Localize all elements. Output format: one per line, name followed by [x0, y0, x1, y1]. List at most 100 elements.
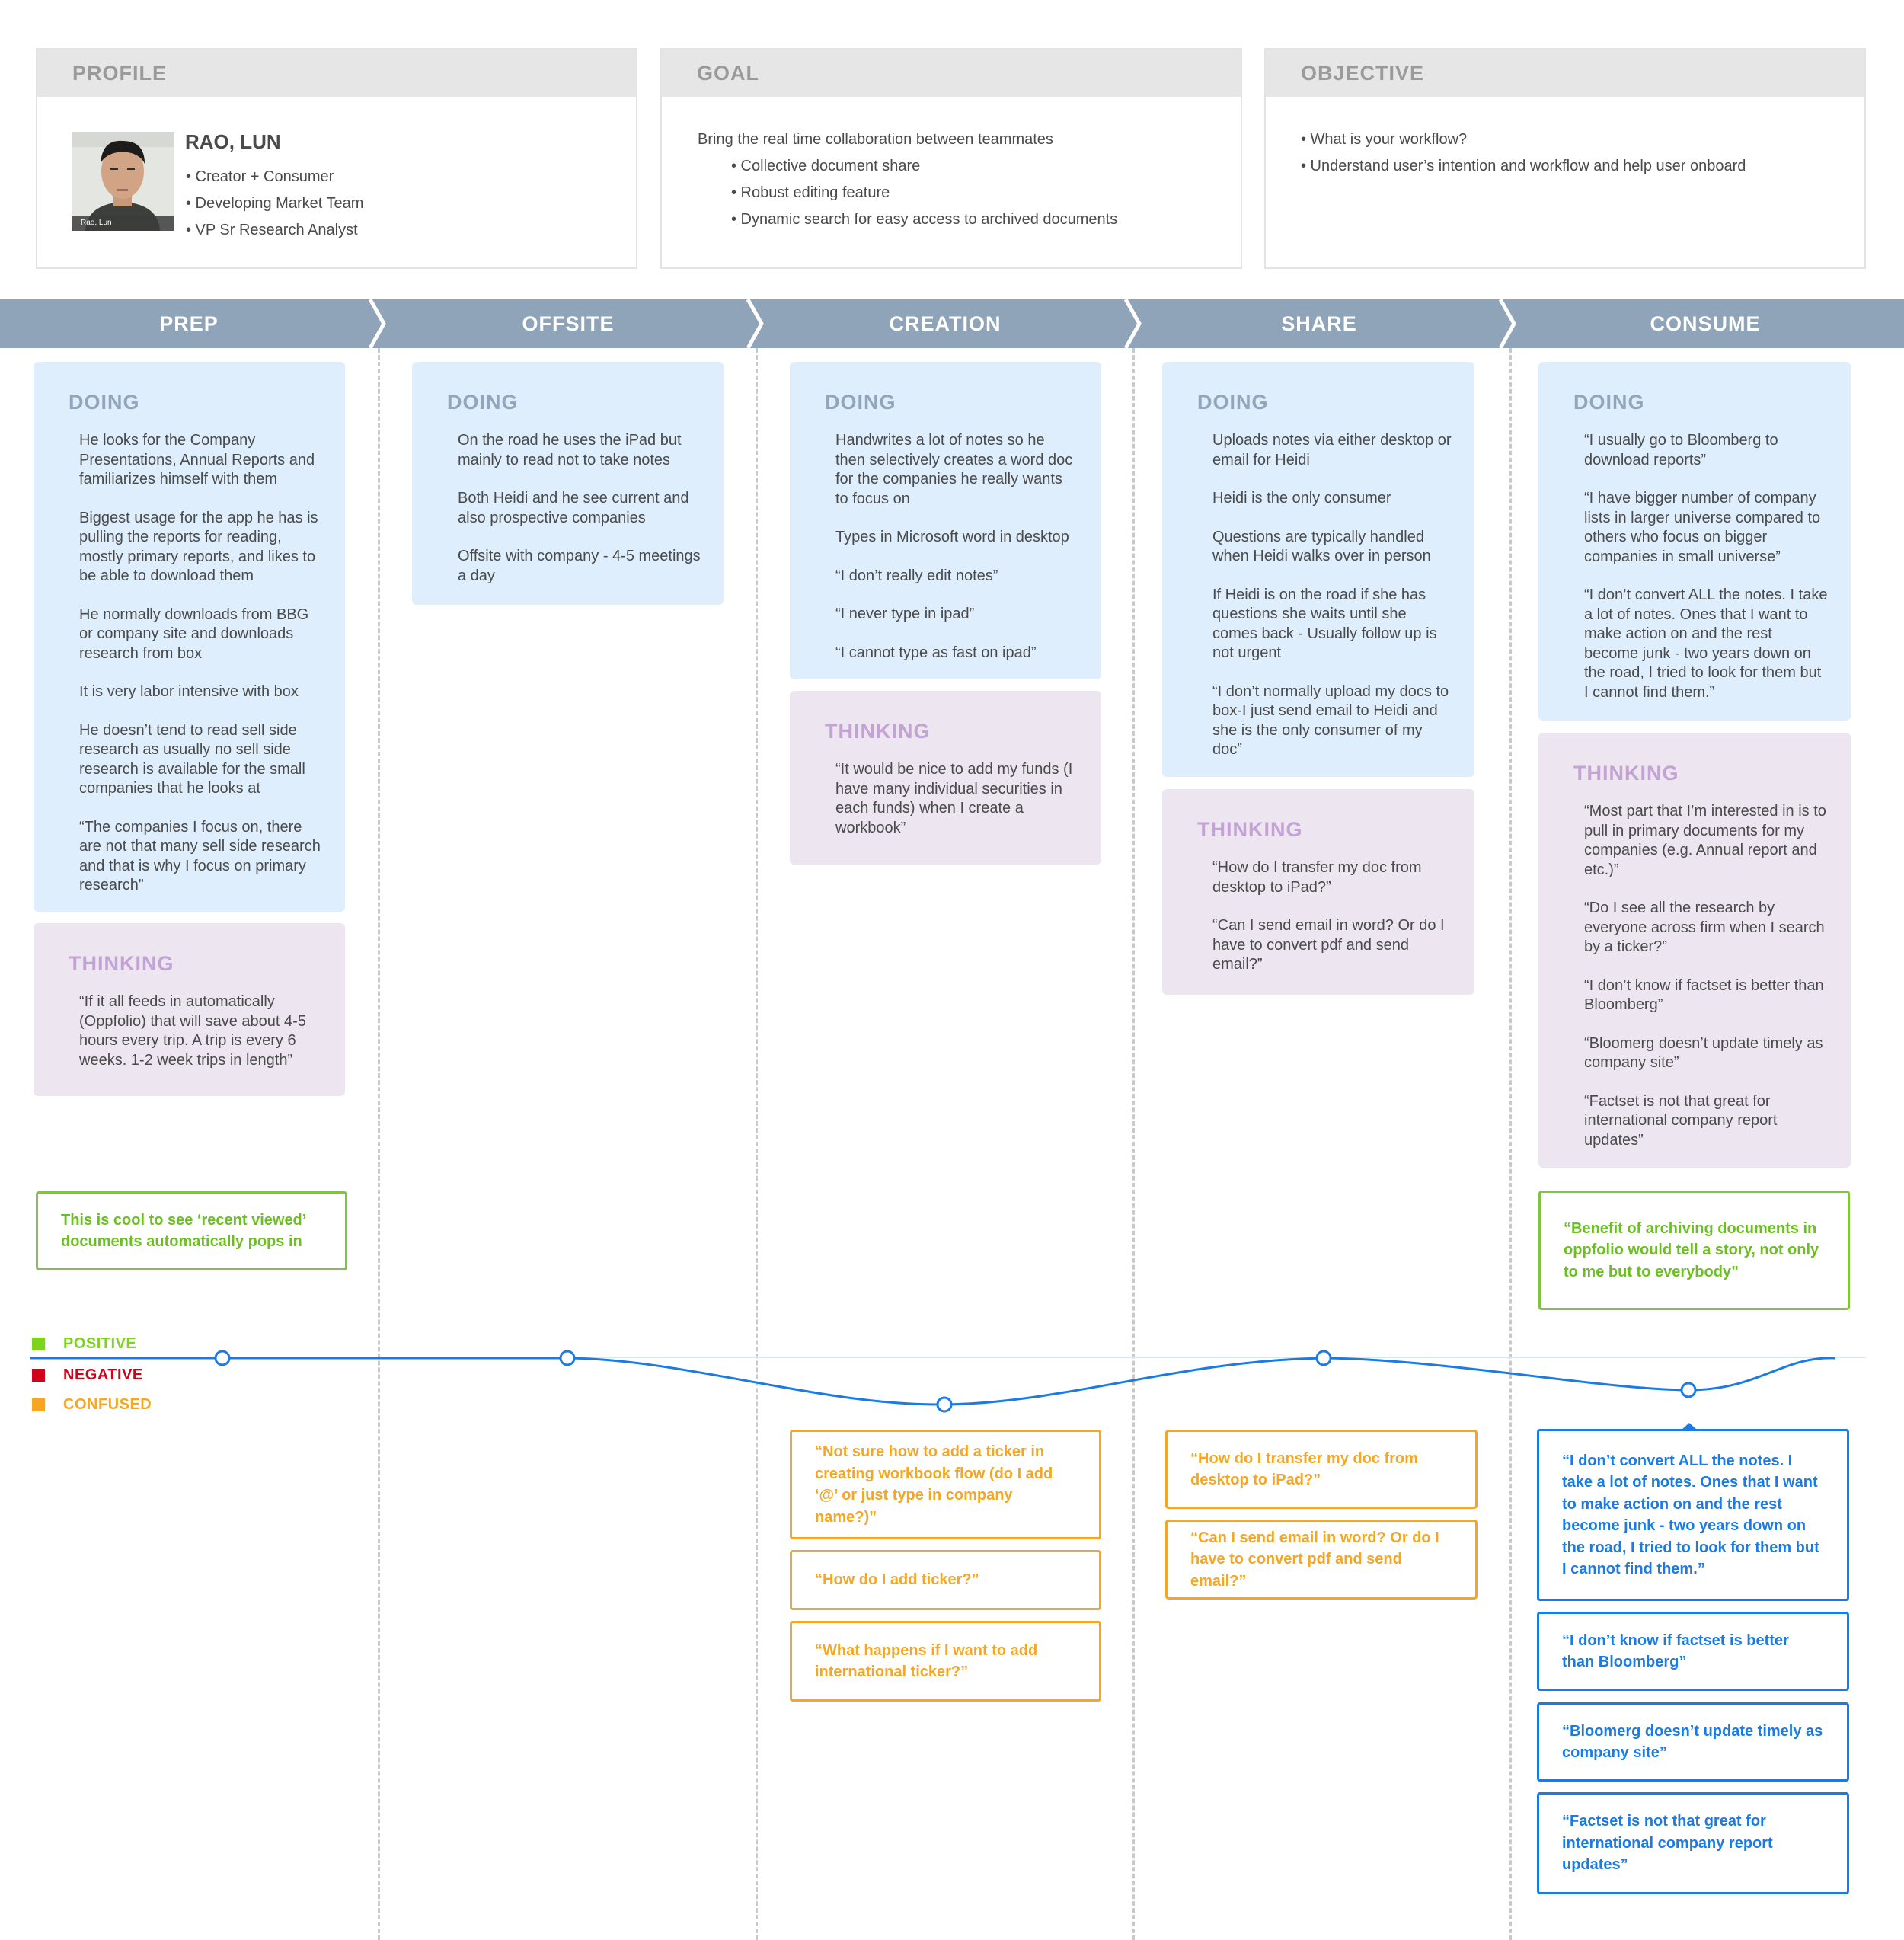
stage-chevrons	[368, 299, 1516, 348]
doing-item: Both Heidi and he see current and also p…	[458, 490, 689, 526]
profile-detail: • Creator + Consumer	[186, 168, 334, 185]
legend-label: POSITIVE	[63, 1334, 137, 1352]
thinking-heading: THINKING	[825, 720, 931, 743]
profile-detail: • VP Sr Research Analyst	[186, 222, 358, 238]
doing-item: Questions are typically handled when Hei…	[1212, 528, 1431, 565]
profile-details: • Creator + Consumer • Developing Market…	[186, 164, 363, 244]
consume-quote: “I don’t convert ALL the notes. I take a…	[1537, 1429, 1849, 1601]
avatar-caption: Rao, Lun	[72, 216, 174, 231]
legend-label: NEGATIVE	[63, 1366, 143, 1383]
doing-item: “I cannot type as fast on ipad”	[835, 644, 1037, 661]
share-doing-box: DOING Uploads notes via either desktop o…	[1162, 362, 1474, 777]
doing-item: Offsite with company - 4-5 meetings a da…	[458, 548, 701, 584]
goal-point: • Robust editing feature	[731, 184, 890, 201]
chevron-right-icon	[368, 299, 386, 348]
objective-point: • Understand user’s intention and workfl…	[1301, 158, 1746, 174]
objective-point: • What is your workflow?	[1301, 131, 1468, 148]
legend-swatch	[32, 1337, 45, 1350]
doing-item: “I never type in ipad”	[835, 606, 975, 622]
doing-item: He looks for the Company Presentations, …	[79, 432, 315, 487]
prep-thinking-box: THINKING “If it all feeds in automatical…	[34, 923, 345, 1096]
creation-thinking-box: THINKING “It would be nice to add my fun…	[790, 691, 1101, 865]
goal-intro: Bring the real time collaboration betwee…	[698, 131, 1053, 148]
emotion-curve	[30, 1350, 1866, 1430]
doing-item: On the road he uses the iPad but mainly …	[458, 432, 682, 468]
profile-title: PROFILE	[37, 50, 636, 97]
thinking-item: “Do I see all the research by everyone a…	[1584, 900, 1825, 955]
chevron-right-icon	[1123, 299, 1142, 348]
thinking-heading: THINKING	[1197, 818, 1303, 841]
doing-item: “I usually go to Bloomberg to download r…	[1584, 432, 1778, 468]
objective-title: OBJECTIVE	[1266, 50, 1864, 97]
share-thinking-box: THINKING “How do I transfer my doc from …	[1162, 789, 1474, 995]
doing-heading: DOING	[447, 391, 519, 414]
legend-swatch	[32, 1398, 45, 1411]
doing-item: “I don’t really edit notes”	[835, 567, 998, 584]
doing-item: “I don’t convert ALL the notes. I take a…	[1584, 586, 1828, 701]
emotion-point	[1315, 1350, 1332, 1366]
emotion-point	[559, 1350, 576, 1366]
doing-item: He normally downloads from BBG or compan…	[79, 606, 309, 662]
goal-body: Bring the real time collaboration betwee…	[698, 126, 1117, 233]
thinking-item: “How do I transfer my doc from desktop t…	[1212, 859, 1422, 896]
doing-item: “The companies I focus on, there are not…	[79, 818, 321, 894]
doing-heading: DOING	[825, 391, 896, 414]
doing-heading: DOING	[1573, 391, 1645, 414]
journey-stage-bar: PREP OFFSITE CREATION SHARE CONSUME	[0, 299, 1904, 348]
legend-negative: NEGATIVE	[32, 1366, 143, 1383]
goal-title: GOAL	[662, 50, 1241, 97]
legend-label: CONFUSED	[63, 1395, 152, 1413]
confused-quote-share: “Can I send email in word? Or do I have …	[1165, 1520, 1478, 1600]
thinking-item: “Can I send email in word? Or do I have …	[1212, 917, 1445, 973]
doing-item: It is very labor intensive with box	[79, 683, 299, 700]
profile-detail: • Developing Market Team	[186, 195, 364, 212]
profile-card: PROFILE Rao, Lun RAO, LUN • Creator + Co…	[36, 48, 637, 269]
column-divider	[378, 348, 380, 1940]
positive-quote-consume: “Benefit of archiving documents in oppfo…	[1538, 1191, 1850, 1310]
thinking-item: “Most part that I’m interested in is to …	[1584, 803, 1826, 878]
pointer-arrow-icon	[1681, 1423, 1698, 1430]
doing-item: Types in Microsoft word in desktop	[835, 529, 1069, 545]
consume-doing-box: DOING “I usually go to Bloomberg to down…	[1538, 362, 1851, 721]
column-divider	[1132, 348, 1135, 1940]
stage-consume: CONSUME	[1650, 312, 1761, 335]
doing-item: Biggest usage for the app he has is pull…	[79, 509, 318, 585]
thinking-heading: THINKING	[69, 952, 174, 975]
profile-name: RAO, LUN	[185, 130, 281, 153]
doing-item: Handwrites a lot of notes so he then sel…	[835, 432, 1073, 507]
goal-point: • Collective document share	[731, 158, 921, 174]
emotion-point	[936, 1396, 953, 1413]
doing-item: “I have bigger number of company lists i…	[1584, 490, 1821, 565]
goal-card: GOAL Bring the real time collaboration b…	[660, 48, 1242, 269]
doing-item: If Heidi is on the road if she has quest…	[1212, 586, 1437, 662]
positive-quote-prep: This is cool to see ‘recent viewed’ docu…	[36, 1191, 347, 1270]
doing-heading: DOING	[69, 391, 140, 414]
doing-heading: DOING	[1197, 391, 1269, 414]
legend-positive: POSITIVE	[32, 1334, 137, 1352]
thinking-item: “It would be nice to add my funds (I hav…	[835, 761, 1073, 836]
stage-share: SHARE	[1281, 312, 1357, 335]
column-divider	[1509, 348, 1512, 1940]
goal-point: • Dynamic search for easy access to arch…	[731, 211, 1118, 228]
stage-creation: CREATION	[889, 312, 1002, 335]
thinking-heading: THINKING	[1573, 762, 1679, 785]
column-divider	[756, 348, 758, 1940]
chevron-right-icon	[746, 299, 764, 348]
avatar-photo	[72, 132, 174, 231]
confused-quote-creation: “What happens if I want to add internati…	[790, 1621, 1101, 1702]
thinking-item: “I don’t know if factset is better than …	[1584, 976, 1824, 1014]
emotion-line	[30, 1357, 1836, 1406]
thinking-item: “If it all feeds in automatically (Oppfo…	[79, 993, 306, 1069]
doing-item: “I don’t normally upload my docs to box-…	[1212, 682, 1449, 759]
thinking-item: “Bloomerg doesn’t update timely as compa…	[1584, 1034, 1823, 1072]
consume-quote: “Factset is not that great for internati…	[1537, 1792, 1849, 1894]
confused-quote-creation: “How do I add ticker?”	[790, 1550, 1101, 1610]
confused-quote-share: “How do I transfer my doc from desktop t…	[1165, 1430, 1478, 1509]
consume-thinking-box: THINKING “Most part that I’m interested …	[1538, 733, 1851, 1168]
doing-item: Heidi is the only consumer	[1212, 490, 1391, 507]
objective-card: OBJECTIVE • What is your workflow? • Und…	[1264, 48, 1866, 269]
confused-quote-creation: “Not sure how to add a ticker in creatin…	[790, 1430, 1101, 1539]
objective-body: • What is your workflow? • Understand us…	[1301, 126, 1746, 180]
emotion-point	[214, 1350, 231, 1366]
emotion-point	[1680, 1382, 1697, 1398]
